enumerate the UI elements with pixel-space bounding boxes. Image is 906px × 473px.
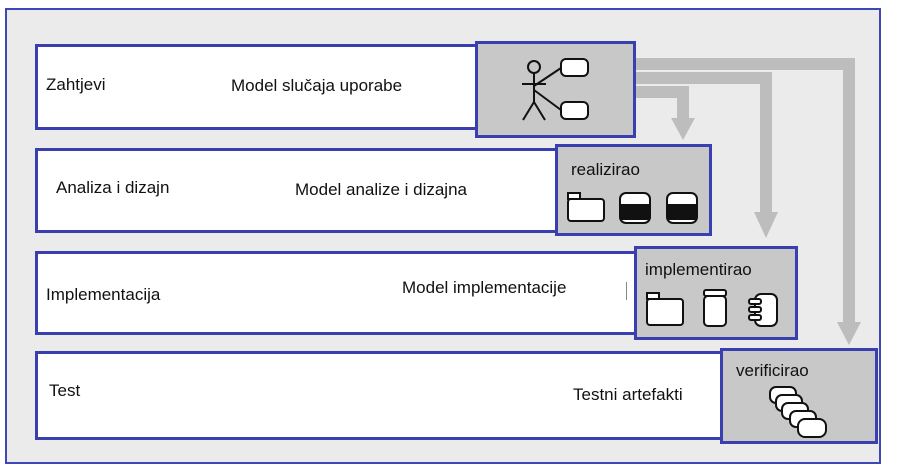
- package-icon: [567, 192, 605, 222]
- test-cases-stack-icon: [769, 386, 827, 438]
- workflow-label-implementation: Implementacija: [46, 285, 161, 304]
- arrow-to-analysis: [636, 86, 689, 118]
- actor-use-case-icon: [522, 58, 589, 121]
- arrowhead-analysis: [671, 118, 695, 140]
- model-label-analysis: Model analize i dizajna: [295, 180, 467, 199]
- analysis-model-box: realizirao: [555, 144, 712, 236]
- arrowhead-test: [837, 322, 861, 345]
- lane-test: [35, 351, 725, 440]
- lane-implementation: [35, 251, 639, 335]
- test-model-box: verificirao: [720, 348, 878, 444]
- arrow-to-implementation: [636, 72, 772, 212]
- workflow-label-test: Test: [49, 381, 81, 400]
- realized-label: realizirao: [571, 160, 640, 179]
- model-label-test: Testni artefakti: [573, 385, 683, 404]
- text-cursor-mark: [626, 282, 627, 300]
- arrowhead-implementation: [754, 212, 778, 238]
- workflow-label-requirements: Zahtjevi: [46, 75, 106, 94]
- component-icon: [748, 293, 778, 327]
- use-case-model-box: [475, 41, 636, 138]
- database-icon-2: [666, 192, 698, 224]
- model-label-implementation: Model implementacije: [402, 278, 567, 297]
- lane-analysis-design: [35, 148, 560, 233]
- implementation-model-box: implementirao: [634, 246, 798, 340]
- file-icon: [703, 289, 727, 327]
- database-icon: [619, 192, 651, 224]
- implemented-label: implementirao: [645, 260, 752, 279]
- verified-label: verificirao: [736, 361, 809, 380]
- arrow-to-test: [636, 58, 855, 322]
- model-label-requirements: Model slučaja uporabe: [231, 76, 403, 95]
- subsystem-package-icon: [646, 292, 684, 326]
- workflow-label-analysis: Analiza i dizajn: [56, 178, 170, 197]
